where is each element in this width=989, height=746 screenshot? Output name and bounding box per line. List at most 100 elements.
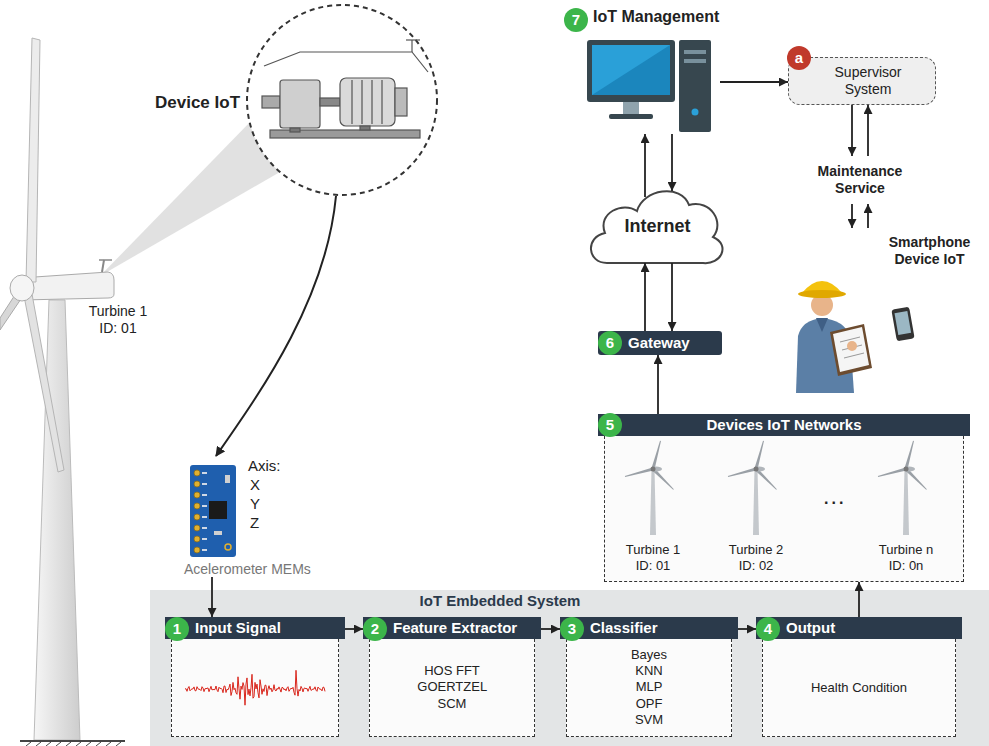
header-title: Output [756,617,962,639]
drawing-part [587,40,675,102]
drawing-part [290,128,300,132]
drawing-part [194,514,200,520]
process-box: HOS FFT GOERTZEL SCM Feature Extractor [363,617,541,737]
connector [720,81,788,83]
callout-number: 4 [756,617,780,641]
drawing-part [106,742,111,746]
drawing-part [202,494,207,496]
drawing-part [844,353,864,358]
drawing-part [100,120,280,276]
cloud-node: Internet [585,183,730,268]
turbine-label: Turbine 1 ID: 01 [618,542,688,575]
drawing-part [202,472,207,474]
drawing-part [194,481,200,487]
axis-label: Axis: [248,457,281,474]
drawing-part [650,469,656,535]
drawing-part [262,96,280,108]
body-text: Health Condition [811,680,907,695]
drawing-part [651,441,662,470]
connector [867,105,869,156]
smartphone-node: Smartphone Device IoT [782,228,987,393]
drawing-part [262,40,428,138]
drawing-part [320,98,340,106]
drawing-part [754,467,759,472]
drawing-part [99,259,112,261]
network-box: Devices IoT NetworksTurbine 1 ID: 01 Turb… [598,414,970,582]
node-heading: IoT Management [593,8,719,26]
drawing-part [247,5,437,195]
drawing-part [754,441,765,470]
drawing-part [280,80,320,128]
callout-number: 6 [598,331,622,355]
drawing-part [891,307,914,342]
drawing-part [194,470,200,476]
drawing-part [406,39,420,40]
process-box: Bayes KNN MLP OPF SVMClassifier [560,617,738,737]
drawing-part [623,102,639,114]
drawing-part [225,475,230,483]
box-text: Supervisor System [825,64,911,98]
drawing-part [625,467,654,478]
node-text: Maintenance Service [810,163,910,197]
drawing-part [753,467,765,472]
drawing-part [194,503,200,509]
drawing-part [209,501,227,519]
turbine-label: Turbine 1 ID: 01 [82,303,154,337]
dashed-body: HOS FFT GOERTZEL SCM [369,639,535,737]
drawing-part [904,441,915,470]
drawing-part [840,337,860,342]
connector [644,134,646,197]
callout-number: 1 [165,617,189,641]
drawing-part [194,547,200,553]
drawing-part [190,465,236,557]
system-band: IoT Embedded SystemInput SignalHOS FFT G… [150,590,989,746]
band-title: IoT Embedded System [150,592,850,609]
drawing-part [56,742,61,746]
drawing-part [216,196,336,456]
drawing-part [679,40,711,132]
connector [644,263,646,331]
turbine-label: Turbine n ID: 0n [871,542,941,575]
axis-label: Y [250,495,260,512]
connector [671,263,673,331]
connector [345,628,363,630]
axis-label: Z [250,514,259,531]
connector [657,355,659,414]
drawing-part [684,50,706,54]
figure-title: Device IoT [155,93,240,113]
drawing-part [264,52,428,72]
drawing-part [24,294,64,472]
drawing-part [692,109,699,116]
drawing-part [86,742,91,746]
drawing-part [36,742,41,746]
drawing-part [903,469,909,535]
drawing-part [202,527,207,529]
callout-number: 7 [564,8,588,32]
header-title: Devices IoT Networks [598,414,970,436]
drawing-part [194,525,200,531]
connector [851,204,853,228]
drawing-part [361,80,362,124]
drawing-part [592,45,670,95]
drawing-part [798,290,846,298]
drawing-part [10,275,34,301]
drawing-part [728,467,757,478]
drawing-part [830,324,872,376]
drawing-part [753,469,759,535]
cloud-text: Internet [585,216,730,237]
connector [738,628,756,630]
connector [858,582,860,617]
drawing-part [202,516,207,518]
node-text: Smartphone Device IoT [882,234,977,268]
drawing-part [96,742,101,746]
drawing-part [46,742,51,746]
service-node: Maintenance Service [800,156,920,204]
body-text: HOS FFT GOERTZEL SCM [417,663,486,712]
drawing-part [833,327,869,372]
axis-label: X [250,476,260,493]
header-title: Feature Extractor [363,617,541,639]
drawing-part [76,742,81,746]
drawing-part [194,492,200,498]
drawing-part [20,740,125,742]
drawing-part [185,670,325,705]
